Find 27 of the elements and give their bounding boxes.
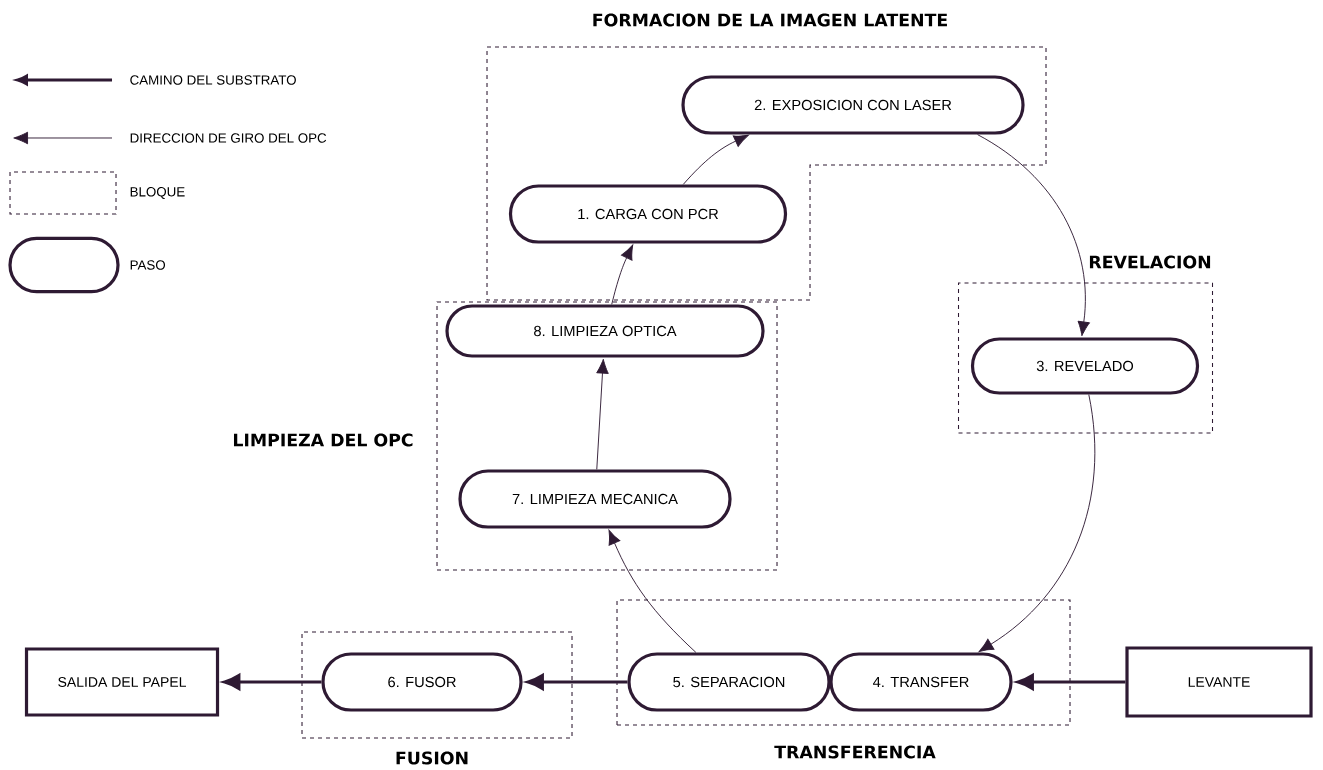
legend-label: DIRECCION DE GIRO DEL OPC [130,133,327,143]
arrow [1016,674,1126,690]
arrow [526,674,628,690]
step-box: 8. LIMPIEZA OPTICA [445,304,765,358]
legend-label: BLOQUE [130,187,185,199]
step-box: 6. FUSOR [321,652,523,712]
arrow [608,529,697,653]
arrow [978,394,1096,652]
step-box: 5. SEPARACION [627,652,831,712]
arrow [611,244,634,305]
node-label: TRANSFERENCIA [774,745,936,759]
node-label: LIMPIEZA DEL OPC [233,433,413,447]
node-label: FORMACION DE LA IMAGEN LATENTE [593,13,947,27]
terminal-box: SALIDA DEL PAPEL [24,647,220,717]
arrow [977,134,1090,337]
arrow [682,134,749,185]
step-box: 3. REVELADO [970,337,1200,395]
step-box: 7. LIMPIEZA MECANICA [458,469,732,529]
step-box: 4. TRANSFER [829,652,1013,712]
arrow [596,358,609,470]
node-label: REVELACION [1089,255,1211,269]
step-box: 2. EXPOSICION CON LASER [681,75,1025,135]
terminal-box: LEVANTE [1125,646,1313,718]
legend-label: PASO [130,260,166,270]
node-label: FUSION [396,751,468,765]
step-box: 1. CARGA CON PCR [508,184,788,244]
legend-label: CAMINO DEL SUBSTRATO [130,75,296,85]
